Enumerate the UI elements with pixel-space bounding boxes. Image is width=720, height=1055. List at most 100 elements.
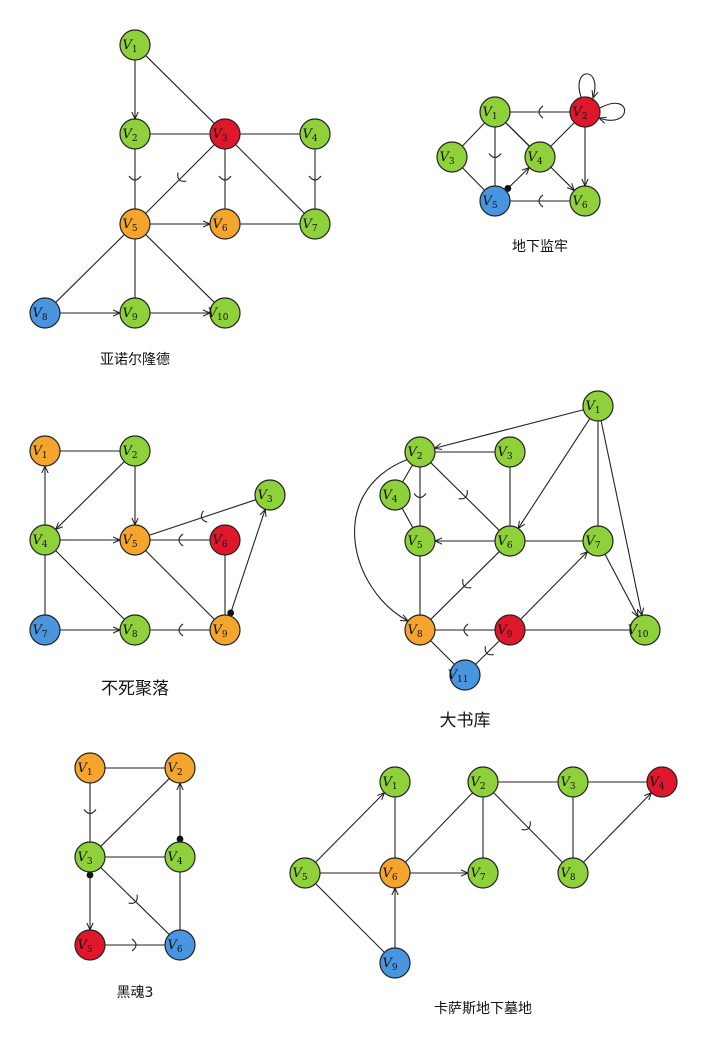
node-v8: V8 bbox=[557, 857, 589, 889]
node-label-subscript: 1 bbox=[87, 768, 93, 778]
node-circle bbox=[74, 841, 106, 873]
node-label-subscript: 10 bbox=[637, 630, 649, 640]
edge-1-5-hook-mark bbox=[488, 153, 502, 159]
node-circle bbox=[209, 614, 241, 646]
node-circle bbox=[74, 752, 106, 784]
node-label-subscript: 1 bbox=[42, 451, 48, 461]
graph-title-anor-londo: 亚诺尔隆德 bbox=[100, 352, 170, 368]
node-v3: V3 bbox=[209, 118, 241, 150]
edge-2-1-hook-mark bbox=[538, 105, 544, 119]
node-label-subscript: 2 bbox=[582, 112, 588, 122]
node-label-subscript: 6 bbox=[222, 540, 228, 550]
node-v2: V2 bbox=[404, 436, 436, 468]
edge-1-3-hook-mark bbox=[83, 809, 97, 815]
node-label-subscript: 1 bbox=[392, 782, 398, 792]
node-v3: V3 bbox=[494, 436, 526, 468]
node-v3: V3 bbox=[74, 841, 106, 873]
edge-3-7 bbox=[235, 144, 305, 214]
node-label-subscript: 3 bbox=[222, 134, 228, 144]
edge-9-3-dot-mark bbox=[227, 609, 235, 617]
node-label-subscript: 9 bbox=[132, 313, 138, 323]
node-v8: V8 bbox=[404, 614, 436, 646]
edge-5-8 bbox=[55, 234, 125, 303]
node-v6: V6 bbox=[379, 857, 411, 889]
node-label-subscript: 9 bbox=[392, 963, 398, 973]
node-label-subscript: 7 bbox=[480, 873, 486, 883]
node-label-subscript: 2 bbox=[132, 451, 138, 461]
edge-1-3 bbox=[461, 122, 486, 147]
node-label-subscript: 5 bbox=[132, 540, 138, 550]
node-label-subscript: 8 bbox=[570, 873, 576, 883]
node-v5: V5 bbox=[119, 208, 151, 240]
node-label-subscript: 2 bbox=[480, 782, 486, 792]
edge-2-4 bbox=[550, 122, 575, 147]
edge-1-6 bbox=[518, 418, 591, 529]
node-circle bbox=[74, 929, 106, 961]
node-label-subscript: 3 bbox=[267, 495, 273, 505]
node-circle bbox=[209, 208, 241, 240]
node-v5: V5 bbox=[119, 524, 151, 556]
node-label-subscript: 6 bbox=[507, 541, 513, 551]
node-label-subscript: 5 bbox=[417, 541, 423, 551]
node-v5: V5 bbox=[289, 857, 321, 889]
node-circle bbox=[209, 118, 241, 150]
node-v7: V7 bbox=[299, 208, 331, 240]
edge-1-2 bbox=[435, 409, 584, 448]
graph-title-catacombs: 卡萨斯地下墓地 bbox=[434, 1001, 532, 1017]
node-v7: V7 bbox=[29, 614, 61, 646]
node-label-subscript: 1 bbox=[492, 112, 498, 122]
node-circle bbox=[119, 297, 151, 329]
node-v6: V6 bbox=[209, 524, 241, 556]
node-circle bbox=[379, 857, 411, 889]
edge-3-6-hook-mark bbox=[128, 894, 138, 904]
node-circle bbox=[29, 524, 61, 556]
node-label-subscript: 8 bbox=[417, 630, 423, 640]
node-circle bbox=[436, 141, 468, 173]
node-v9: V9 bbox=[494, 614, 526, 646]
edge-9-7 bbox=[520, 552, 588, 620]
node-label-subscript: 8 bbox=[132, 630, 138, 640]
node-v4: V4 bbox=[29, 524, 61, 556]
node-circle bbox=[119, 208, 151, 240]
node-label-subscript: 5 bbox=[87, 945, 93, 955]
node-circle bbox=[449, 659, 481, 691]
node-v2: V2 bbox=[467, 766, 499, 798]
node-circle bbox=[646, 766, 678, 798]
node-circle bbox=[569, 185, 601, 217]
node-v1: V1 bbox=[379, 766, 411, 798]
edge-5-6-hook-mark bbox=[131, 938, 137, 952]
node-v4: V4 bbox=[524, 141, 556, 173]
node-label-subscript: 9 bbox=[222, 630, 228, 640]
node-circle bbox=[209, 524, 241, 556]
edge-6-5-hook-mark bbox=[538, 194, 544, 208]
edge-9-8-hook-mark bbox=[463, 623, 469, 637]
graph-title-dungeon: 地下监牢 bbox=[512, 239, 568, 255]
node-circle bbox=[557, 766, 589, 798]
node-circle bbox=[479, 96, 511, 128]
node-v5: V5 bbox=[74, 929, 106, 961]
node-circle bbox=[404, 614, 436, 646]
edge-6-8-hook-mark bbox=[462, 579, 472, 589]
node-circle bbox=[299, 208, 331, 240]
node-v11: V11 bbox=[448, 659, 481, 691]
node-label-subscript: 3 bbox=[449, 157, 455, 167]
node-circle bbox=[164, 841, 196, 873]
edge-6-2 bbox=[405, 792, 473, 863]
node-circle bbox=[494, 436, 526, 468]
graph-title-dark-souls-3: 黑魂3 bbox=[117, 985, 154, 1001]
graph-title-great-library: 大书库 bbox=[440, 711, 491, 731]
node-v3: V3 bbox=[436, 141, 468, 173]
node-circle bbox=[524, 141, 556, 173]
edge-4-2-dot-mark bbox=[176, 835, 184, 843]
node-label-subscript: 7 bbox=[42, 630, 48, 640]
node-circle bbox=[299, 118, 331, 150]
edge-4-8 bbox=[55, 550, 125, 620]
node-label-subscript: 4 bbox=[177, 857, 183, 867]
edge-2-4 bbox=[56, 461, 125, 530]
edge-5-9 bbox=[145, 550, 215, 620]
node-v3: V3 bbox=[254, 479, 286, 511]
